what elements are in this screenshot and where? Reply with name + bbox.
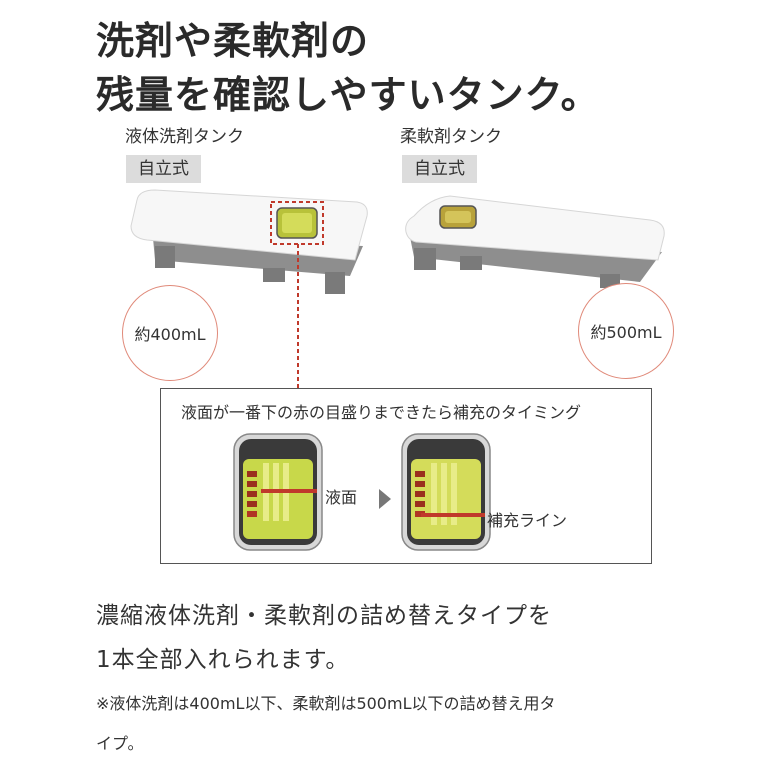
body-line-1: 濃縮液体洗剤・柔軟剤の詰め替えタイプを <box>96 603 552 629</box>
arrow-right-icon <box>379 489 391 509</box>
detergent-tank-label: 液体洗剤タンク <box>125 127 244 147</box>
level-window-after <box>401 433 491 551</box>
softener-tank-illustration <box>405 195 665 288</box>
body-line-2: 1本全部入れられます。 <box>96 647 350 673</box>
callout-connector <box>297 244 299 390</box>
refill-line-label: 補充ライン <box>487 511 568 530</box>
detergent-tank-tag: 自立式 <box>126 155 201 183</box>
liquid-level-label: 液面 <box>325 488 358 507</box>
footnote-line-1: ※液体洗剤は400mL以下、柔軟剤は500mL以下の詰め替え用タ <box>96 694 556 713</box>
refill-timing-title: 液面が一番下の赤の目盛りまできたら補充のタイミング <box>181 403 582 422</box>
softener-tank-tag: 自立式 <box>402 155 477 183</box>
footnote-line-2: イプ。 <box>96 734 144 753</box>
softener-tank-label: 柔軟剤タンク <box>400 127 502 147</box>
level-window-before <box>233 433 323 551</box>
softener-capacity-badge: 約500mL <box>578 283 674 379</box>
detergent-capacity-text: 約400mL <box>134 325 206 344</box>
refill-timing-panel: 液面が一番下の赤の目盛りまできたら補充のタイミング 液面 補充ライン <box>160 388 652 564</box>
detergent-capacity-badge: 約400mL <box>122 285 218 381</box>
detergent-tank-illustration <box>130 189 368 294</box>
headline-line-1: 洗剤や柔軟剤の <box>96 19 370 63</box>
softener-capacity-text: 約500mL <box>590 323 662 342</box>
headline-line-2: 残量を確認しやすいタンク。 <box>96 73 600 117</box>
